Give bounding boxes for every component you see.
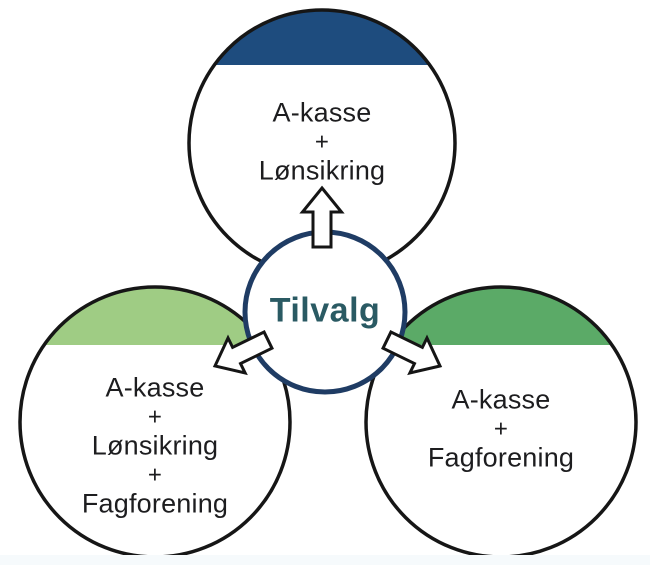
footer-strip: [0, 555, 650, 565]
center-hub-label: Tilvalg: [269, 291, 381, 330]
plus-sign: +: [147, 461, 163, 489]
node-top-line-1: A-kasse: [272, 97, 372, 128]
node-top-cap: [189, 10, 455, 65]
node-left-line-2: Lønsikring: [91, 430, 219, 461]
plus-sign: +: [493, 415, 509, 443]
node-left-line-3: Fagforening: [81, 488, 229, 519]
node-left-line-1: A-kasse: [105, 372, 205, 403]
plus-sign: +: [147, 403, 163, 431]
node-right-line-1: A-kasse: [451, 384, 551, 415]
node-right-line-2: Fagforening: [427, 442, 575, 473]
plus-sign: +: [314, 128, 330, 156]
node-right-label: A-kasse + Fagforening: [427, 384, 575, 473]
node-top-line-2: Lønsikring: [258, 155, 386, 186]
node-left-label: A-kasse + Lønsikring + Fagforening: [81, 372, 229, 519]
node-top-label: A-kasse + Lønsikring: [258, 97, 386, 186]
